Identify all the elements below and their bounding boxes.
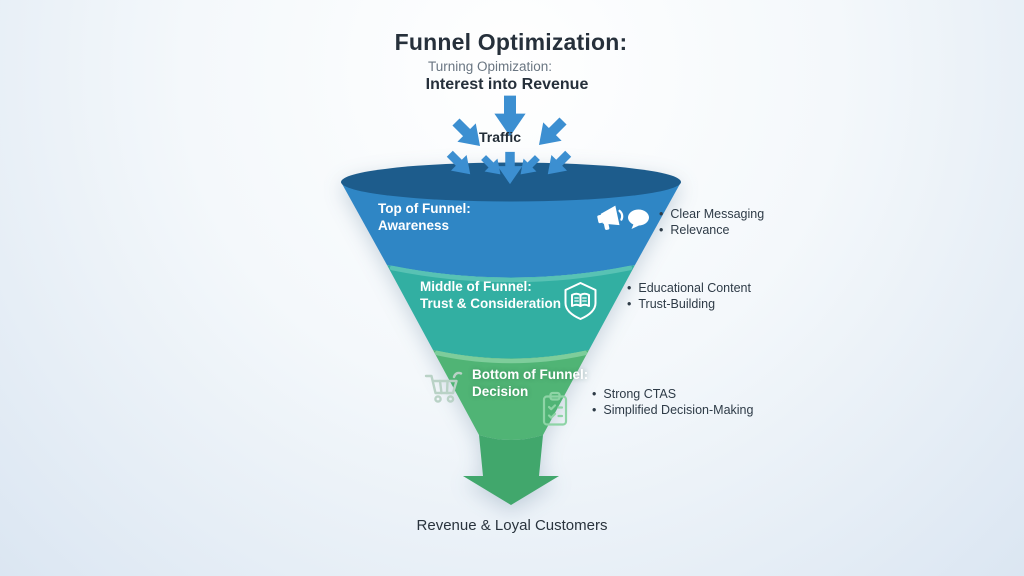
traffic-label: Traffic [478,129,521,145]
page-title: Funnel Optimization: [394,29,628,55]
subtitle-line2: Interest into Revenue [425,76,589,93]
header: Funnel Optimization: Turning Opimization… [311,29,711,94]
bullet-item: Simplified Decision-Making [592,402,753,418]
bullet-item: Strong CTAS [592,386,753,402]
stage-middle-title: Middle of Funnel: [420,279,532,294]
book-shield-icon [564,282,597,320]
stage-bottom-label: Bottom of Funnel: Decision [472,367,588,400]
stage-middle-bullets: Educational Content Trust-Building [627,280,751,312]
stage-middle-rim-highlight [389,265,633,283]
subtitle-line1: Turning Opimization: [427,59,553,74]
stage-top-label: Top of Funnel: Awareness [378,201,471,234]
traffic-arrow-downleft-icon [529,111,573,155]
stage-bottom-title: Bottom of Funnel: [472,367,589,382]
stage-bottom-rim-highlight [434,350,588,364]
funnel-stage-top-shape [341,182,681,278]
cart-icon [424,371,463,403]
bullet-item: Trust-Building [627,296,751,312]
funnel-shape [341,162,681,505]
bullet-item: Educational Content [627,280,751,296]
stage-top-bullets: Clear Messaging Relevance [659,206,764,238]
stage-top-title: Top of Funnel: [378,201,471,216]
stage-top-subtitle: Awareness [378,217,450,233]
megaphone-icon [597,205,624,230]
funnel-stage-middle-shape [387,265,635,359]
stage-middle-subtitle: Trust & Consideration [420,295,562,311]
stage-bottom-bullets: Strong CTAS Simplified Decision-Making [592,386,753,418]
speech-bubble-icon [628,209,649,229]
outcome-arrow [463,435,559,505]
clipboard-check-icon [542,391,568,426]
bullet-item: Clear Messaging [659,206,764,222]
bullet-item: Relevance [659,222,764,238]
stage-middle-label: Middle of Funnel: Trust & Consideration [420,279,561,312]
stage-bottom-subtitle: Decision [472,383,529,399]
outcome-label: Revenue & Loyal Customers [416,517,608,534]
